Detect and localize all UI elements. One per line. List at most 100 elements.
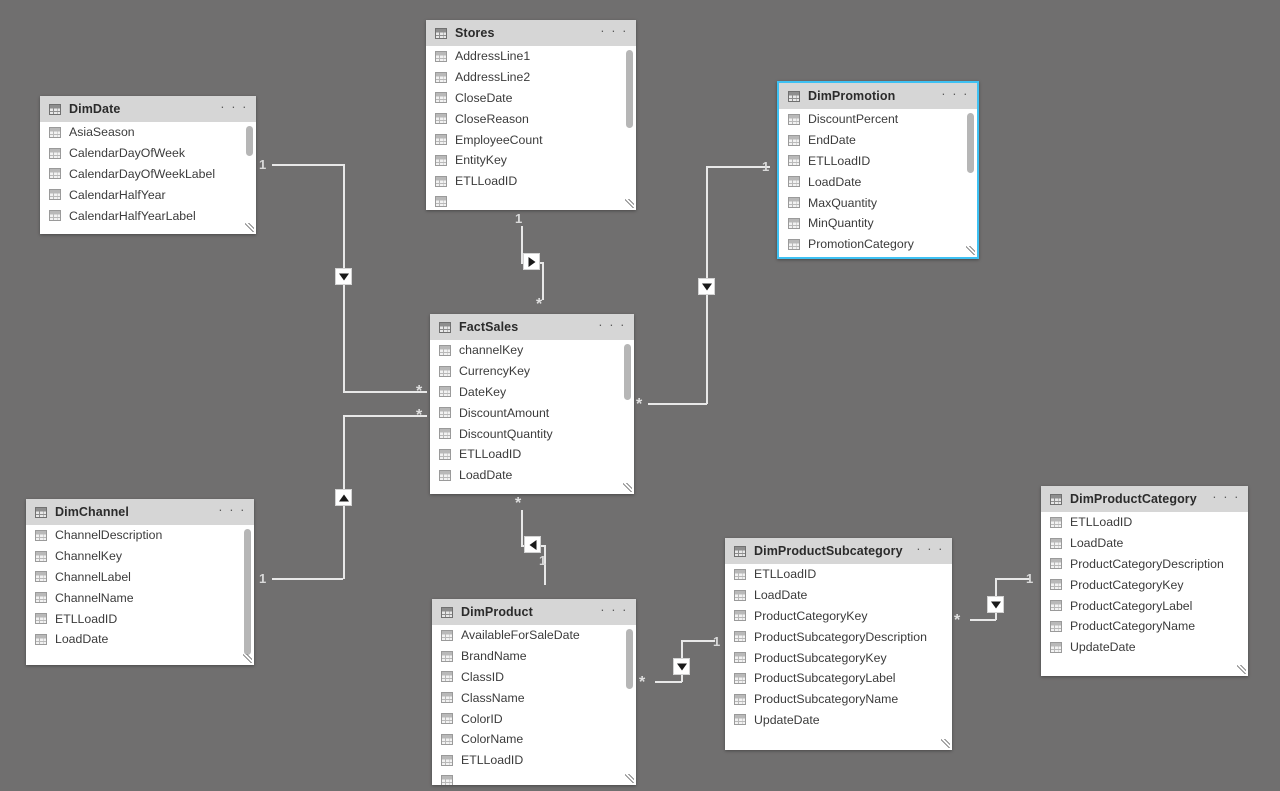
field-row[interactable]: AddressLine1: [426, 46, 636, 67]
field-row[interactable]: EmployeeCount: [426, 129, 636, 150]
resize-handle[interactable]: [625, 774, 634, 783]
field-row[interactable]: ETLLoadID: [725, 564, 952, 585]
more-options-icon[interactable]: · · ·: [600, 23, 628, 38]
field-row[interactable]: ClassName: [432, 687, 636, 708]
resize-handle[interactable]: [625, 199, 634, 208]
field-row[interactable]: ChannelKey: [26, 546, 254, 567]
field-row[interactable]: LoadDate: [430, 465, 634, 486]
table-header-dimproductsubcategory[interactable]: DimProductSubcategory· · ·: [725, 538, 952, 564]
field-row[interactable]: ProductSubcategoryDescription: [725, 626, 952, 647]
field-row[interactable]: AddressLine2: [426, 67, 636, 88]
vertical-scrollbar-thumb[interactable]: [967, 113, 974, 173]
field-row[interactable]: CalendarDayOfWeekLabel: [40, 164, 256, 185]
field-row[interactable]: LoadDate: [26, 629, 254, 650]
field-row[interactable]: CalendarHalfYear: [40, 184, 256, 205]
cross-filter-arrow-down-icon[interactable]: [698, 278, 715, 295]
more-options-icon[interactable]: · · ·: [916, 541, 944, 556]
field-row[interactable]: ChannelLabel: [26, 567, 254, 588]
field-row[interactable]: LoadDate: [1041, 533, 1248, 554]
field-row[interactable]: ETLLoadID: [1041, 512, 1248, 533]
table-header-stores[interactable]: Stores· · ·: [426, 20, 636, 46]
resize-handle[interactable]: [966, 246, 975, 255]
resize-handle[interactable]: [623, 483, 632, 492]
field-row[interactable]: EntityKey: [426, 150, 636, 171]
field-row-clipped[interactable]: [432, 771, 636, 785]
table-header-dimchannel[interactable]: DimChannel· · ·: [26, 499, 254, 525]
more-options-icon[interactable]: · · ·: [1212, 489, 1240, 504]
cross-filter-arrow-right-icon[interactable]: [523, 253, 540, 270]
table-header-dimproduct[interactable]: DimProduct· · ·: [432, 599, 636, 625]
field-row[interactable]: EndDate: [779, 130, 977, 151]
table-header-factsales[interactable]: FactSales· · ·: [430, 314, 634, 340]
field-row-clipped[interactable]: [426, 192, 636, 210]
more-options-icon[interactable]: · · ·: [218, 502, 246, 517]
field-row[interactable]: ColorName: [432, 729, 636, 750]
field-row[interactable]: channelKey: [430, 340, 634, 361]
field-row[interactable]: CalendarDayOfWeek: [40, 143, 256, 164]
cross-filter-arrow-left-icon[interactable]: [524, 536, 541, 553]
field-row[interactable]: ProductCategoryLabel: [1041, 595, 1248, 616]
field-row[interactable]: ProductCategoryDescription: [1041, 554, 1248, 575]
field-row[interactable]: ETLLoadID: [426, 171, 636, 192]
field-row[interactable]: ProductSubcategoryLabel: [725, 668, 952, 689]
resize-handle[interactable]: [1237, 665, 1246, 674]
more-options-icon[interactable]: · · ·: [598, 317, 626, 332]
field-row[interactable]: LoadDate: [725, 585, 952, 606]
field-row[interactable]: DiscountQuantity: [430, 423, 634, 444]
field-row[interactable]: ProductCategoryKey: [1041, 574, 1248, 595]
cross-filter-arrow-down-icon[interactable]: [673, 658, 690, 675]
more-options-icon[interactable]: · · ·: [600, 602, 628, 617]
table-header-dimproductcategory[interactable]: DimProductCategory· · ·: [1041, 486, 1248, 512]
table-header-dimdate[interactable]: DimDate· · ·: [40, 96, 256, 122]
field-row[interactable]: CurrencyKey: [430, 361, 634, 382]
field-row[interactable]: AsiaSeason: [40, 122, 256, 143]
vertical-scrollbar-thumb[interactable]: [244, 529, 251, 655]
table-header-dimpromotion[interactable]: DimPromotion· · ·: [779, 83, 977, 109]
field-row[interactable]: DiscountAmount: [430, 402, 634, 423]
field-row[interactable]: CloseReason: [426, 108, 636, 129]
cross-filter-arrow-down-icon[interactable]: [987, 596, 1004, 613]
field-row[interactable]: ClassID: [432, 667, 636, 688]
vertical-scrollbar-thumb[interactable]: [246, 126, 253, 156]
resize-handle[interactable]: [941, 739, 950, 748]
vertical-scrollbar-thumb[interactable]: [624, 344, 631, 400]
resize-handle[interactable]: [245, 223, 254, 232]
more-options-icon[interactable]: · · ·: [220, 99, 248, 114]
field-row[interactable]: ColorID: [432, 708, 636, 729]
field-row[interactable]: ETLLoadID: [432, 750, 636, 771]
field-row[interactable]: ProductCategoryKey: [725, 606, 952, 627]
field-row[interactable]: ETLLoadID: [26, 608, 254, 629]
field-row[interactable]: ChannelDescription: [26, 525, 254, 546]
field-row[interactable]: MinQuantity: [779, 213, 977, 234]
field-row[interactable]: ChannelName: [26, 587, 254, 608]
field-row[interactable]: ProductSubcategoryName: [725, 689, 952, 710]
field-row[interactable]: AvailableForSaleDate: [432, 625, 636, 646]
more-options-icon[interactable]: · · ·: [941, 86, 969, 101]
field-row[interactable]: ETLLoadID: [779, 151, 977, 172]
field-row[interactable]: MaxQuantity: [779, 192, 977, 213]
field-row[interactable]: LoadDate: [779, 171, 977, 192]
resize-handle[interactable]: [243, 654, 252, 663]
field-row[interactable]: ETLLoadID: [430, 444, 634, 465]
field-row[interactable]: ProductCategoryName: [1041, 616, 1248, 637]
field-row[interactable]: DiscountPercent: [779, 109, 977, 130]
field-row[interactable]: UpdateDate: [725, 710, 952, 731]
field-row[interactable]: ProductSubcategoryKey: [725, 647, 952, 668]
vertical-scrollbar-thumb[interactable]: [626, 50, 633, 128]
cross-filter-arrow-down-icon[interactable]: [335, 268, 352, 285]
